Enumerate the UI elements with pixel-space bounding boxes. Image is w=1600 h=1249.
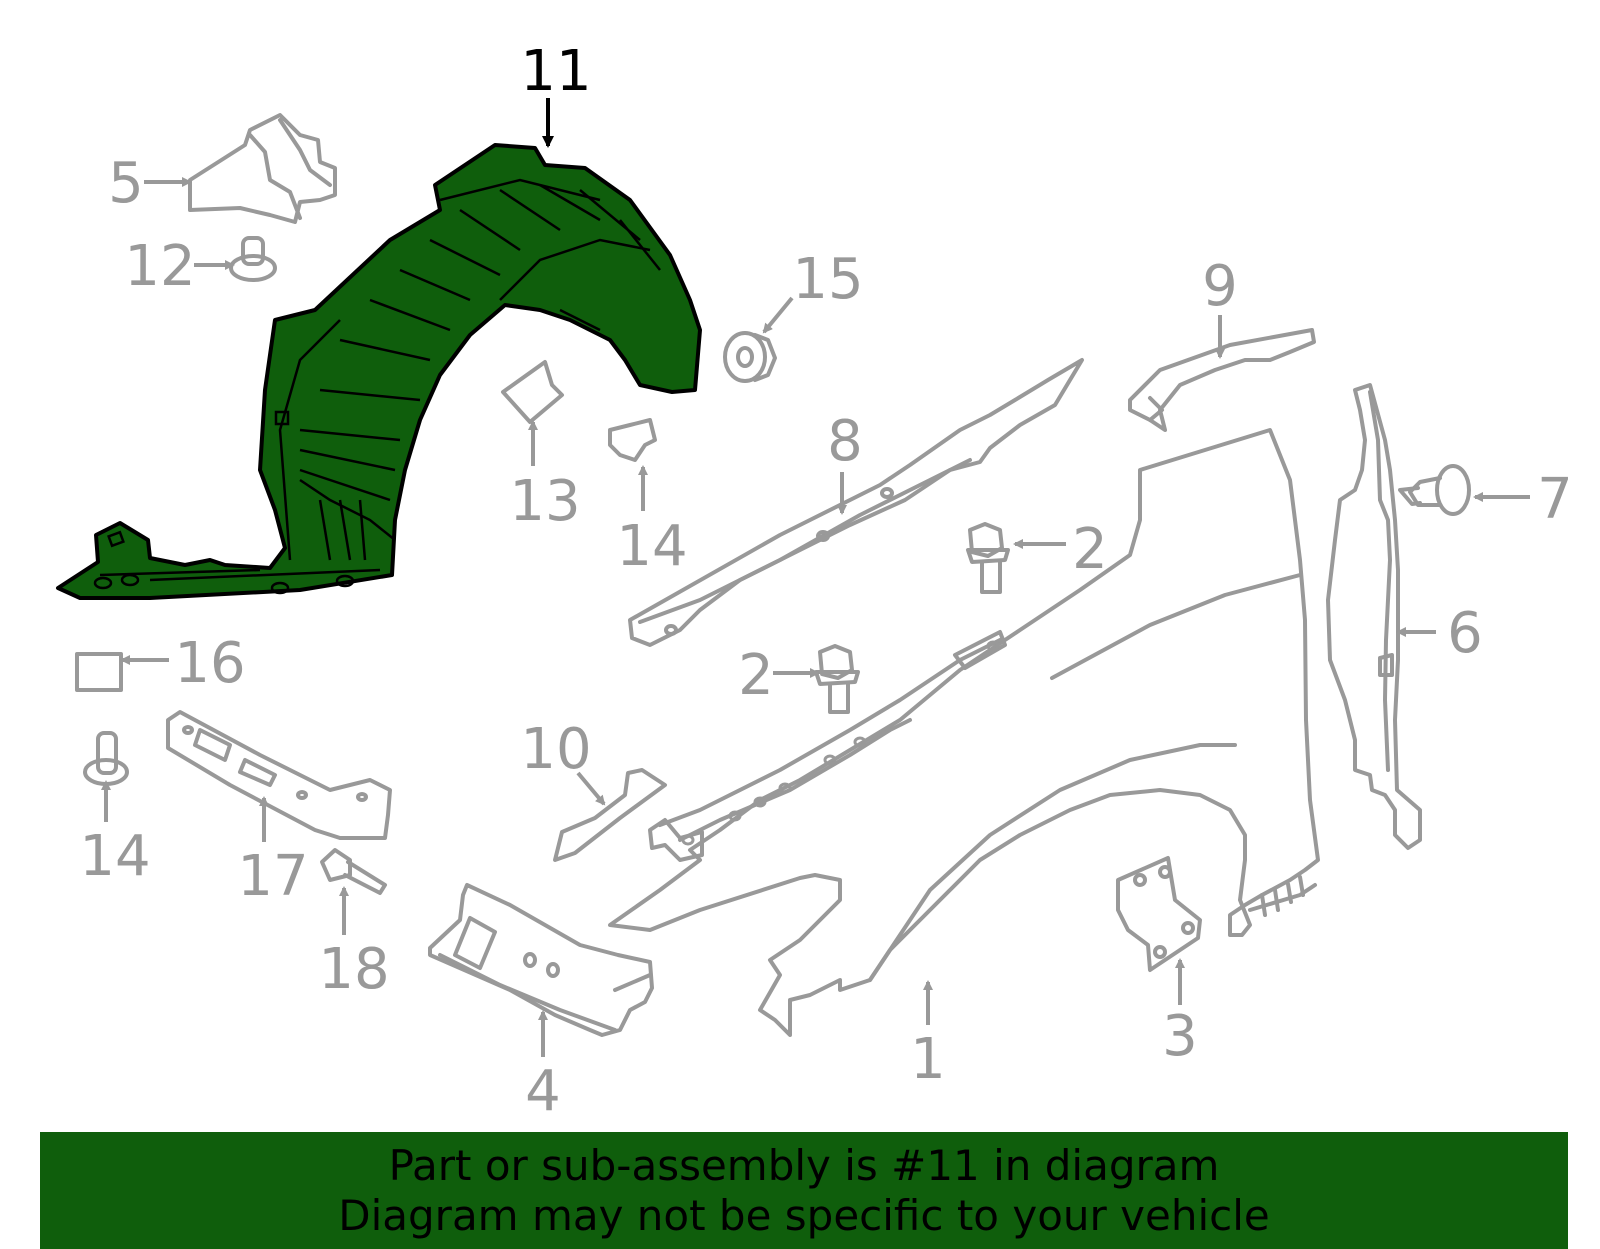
callout-15: 15 (792, 247, 863, 312)
callout-12: 12 (124, 234, 195, 299)
callout-8: 8 (827, 409, 863, 474)
part-3-bracket[interactable] (1116, 856, 1202, 972)
callout-14-upper: 14 (616, 514, 687, 579)
part-13-pad[interactable] (501, 360, 564, 424)
part-2-bolt-lower[interactable] (814, 644, 860, 714)
liner-ribs (99, 178, 661, 582)
callout-11: 11 (520, 39, 591, 104)
part-16-tape[interactable] (75, 652, 123, 692)
callout-14-lower: 14 (79, 824, 150, 889)
callout-7: 7 (1537, 467, 1573, 532)
callout-3: 3 (1162, 1004, 1198, 1069)
callout-5: 5 (108, 151, 144, 216)
part-14-clip-lower[interactable] (83, 731, 129, 786)
part-9-seal[interactable] (1128, 328, 1316, 432)
part-18-rivet[interactable] (320, 848, 387, 895)
callout-16: 16 (174, 631, 245, 696)
banner-line-2: Diagram may not be specific to your vehi… (338, 1190, 1270, 1240)
callout-18: 18 (318, 937, 389, 1002)
callout-13: 13 (509, 469, 580, 534)
callout-2-upper: 2 (1072, 517, 1108, 582)
banner-line-1: Part or sub-assembly is #11 in diagram (388, 1140, 1220, 1190)
callout-1: 1 (910, 1027, 946, 1092)
part-11-fender-liner[interactable] (56, 143, 702, 600)
part-15-nut[interactable] (723, 331, 777, 383)
part-1-fender[interactable] (608, 428, 1320, 1037)
callout-2-lower: 2 (738, 643, 774, 708)
part-8-support[interactable] (628, 358, 1084, 647)
parts-diagram: 11 5 12 15 9 8 13 14 7 2 6 16 2 10 14 17… (56, 39, 1573, 1124)
part-5-bracket[interactable] (188, 113, 337, 224)
part-12-clip[interactable] (229, 236, 277, 282)
part-14-clip-upper[interactable] (608, 418, 657, 462)
part-10-seal[interactable] (553, 768, 667, 862)
callout-10: 10 (520, 717, 591, 782)
part-2-bolt-upper[interactable] (966, 522, 1010, 594)
callout-6: 6 (1447, 601, 1483, 666)
callout-9: 9 (1202, 254, 1238, 319)
leader-arrows (101, 98, 1530, 1057)
part-17-bracket[interactable] (166, 710, 392, 840)
callout-4: 4 (525, 1059, 561, 1124)
info-banner: Part or sub-assembly is #11 in diagram D… (40, 1132, 1568, 1249)
part-7-bolt[interactable] (1398, 464, 1471, 516)
callout-17: 17 (237, 844, 308, 909)
part-6-seal[interactable] (1326, 383, 1422, 850)
